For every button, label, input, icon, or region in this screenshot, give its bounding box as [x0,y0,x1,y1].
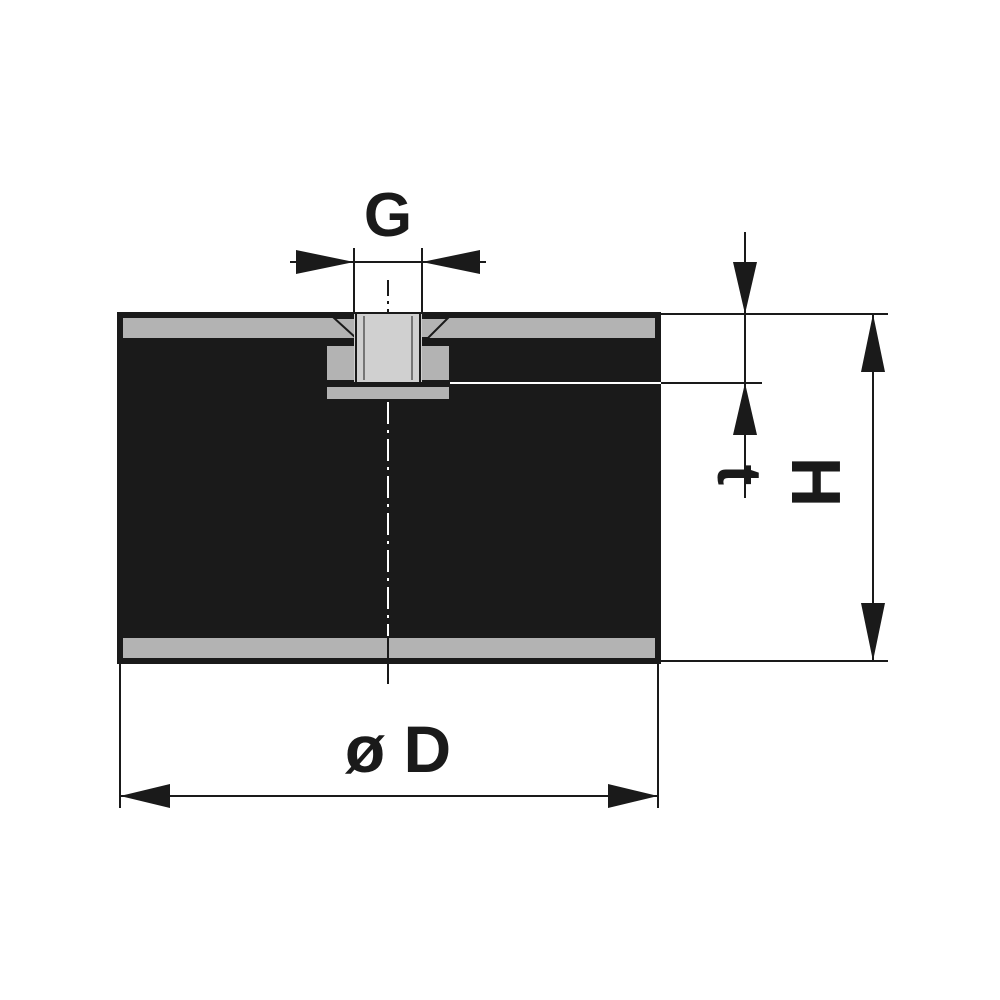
threaded-bore [354,314,422,382]
h-label: H [777,457,855,508]
d-label: ø D [345,712,451,786]
t-label: t [704,465,773,486]
insert-base [325,385,451,401]
g-label: G [364,181,412,250]
